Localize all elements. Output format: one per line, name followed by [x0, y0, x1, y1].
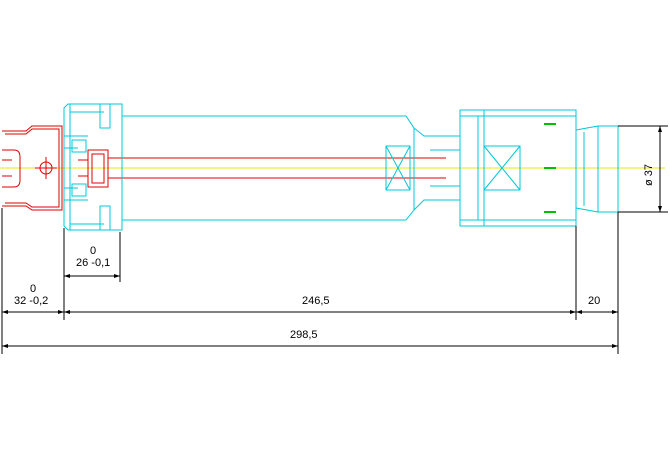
dimension-lines — [1, 125, 668, 354]
neck — [413, 127, 461, 211]
wrench-flat-left — [385, 145, 411, 191]
tool-holder-outline — [63, 103, 619, 231]
diameter-label: ø 37 — [643, 164, 655, 186]
shank-length-label: 32 -0,2 — [14, 295, 48, 307]
flange-tolerance-label: 0 — [90, 245, 96, 257]
shank-tolerance-label: 0 — [30, 283, 36, 295]
slot-marks — [544, 123, 556, 213]
tip — [575, 125, 619, 213]
body-length-label: 246,5 — [302, 295, 330, 307]
dimension-arrows — [2, 126, 662, 348]
shank-section — [2, 125, 446, 211]
tip-length-label: 20 — [588, 295, 600, 307]
total-length-label: 298,5 — [290, 329, 318, 341]
wrench-flat-right — [483, 145, 521, 191]
flange-length-label: 26 -0,1 — [76, 257, 110, 269]
flange — [63, 103, 123, 231]
main-body — [122, 115, 415, 221]
